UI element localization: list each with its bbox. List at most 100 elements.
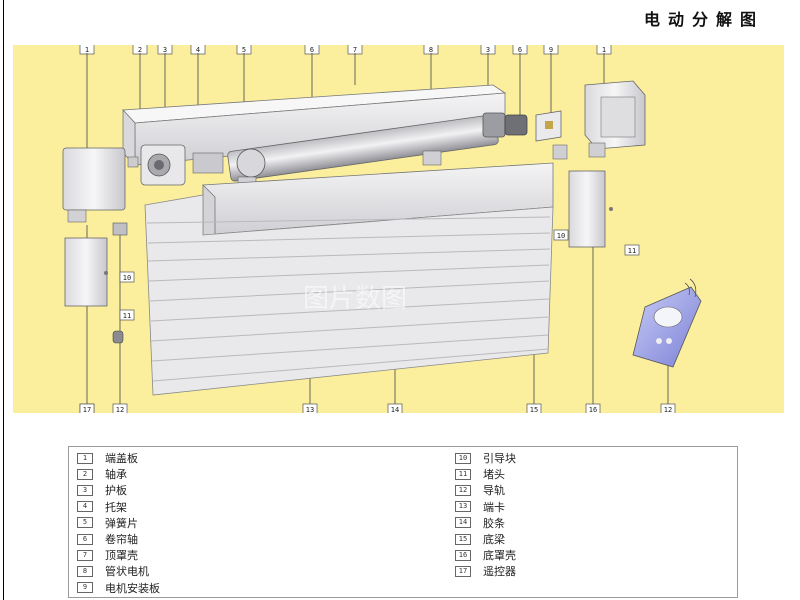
- legend-number: 17: [455, 565, 471, 577]
- end-plate-left: [62, 147, 139, 223]
- legend-label: 遥控器: [483, 565, 516, 579]
- legend-item: 17 遥控器: [455, 563, 516, 579]
- legend-label: 顶罩壳: [105, 549, 138, 563]
- bottom-cover: [202, 162, 554, 244]
- svg-text:2: 2: [138, 46, 142, 54]
- legend-number: 9: [77, 582, 93, 594]
- legend-number: 2: [77, 468, 93, 480]
- legend-label: 卷帘轴: [105, 533, 138, 546]
- legend-number: 3: [77, 484, 93, 496]
- legend-label: 弹簧片: [105, 516, 138, 530]
- top-callout-row: 1 2 3 4 5 6 7 8 3 6 9 1: [79, 45, 612, 55]
- watermark-text: 图片数图: [303, 284, 407, 314]
- legend-item: 6 卷帘轴: [77, 531, 138, 547]
- callout-9: 9: [543, 45, 559, 55]
- left-border-line: [3, 0, 4, 600]
- legend-label: 轴承: [105, 468, 127, 482]
- legend-number: 4: [77, 501, 93, 513]
- motor-mount-plate: [535, 110, 568, 160]
- legend-number: 7: [77, 549, 93, 561]
- legend-item: 5 弹簧片: [77, 515, 138, 531]
- svg-text:13: 13: [306, 406, 314, 413]
- legend-label: 托架: [105, 500, 127, 514]
- callout-1: 1: [79, 45, 95, 55]
- legend-item: 8 管状电机: [77, 563, 149, 579]
- legend-label: 底梁: [483, 533, 505, 546]
- callout-2: 2: [132, 45, 148, 55]
- callout-12: 12: [112, 403, 128, 413]
- legend-number: 16: [455, 549, 471, 561]
- svg-text:1: 1: [85, 46, 89, 54]
- legend-number: 5: [77, 517, 93, 529]
- legend-number: 1: [77, 452, 93, 464]
- svg-text:11: 11: [628, 247, 636, 255]
- guide-rail-left: [64, 222, 128, 344]
- svg-text:6: 6: [310, 46, 314, 54]
- legend-label: 堵头: [483, 468, 505, 482]
- svg-text:6: 6: [518, 46, 522, 54]
- callout-4: 4: [190, 45, 206, 55]
- legend-item: 7 顶罩壳: [77, 547, 138, 563]
- legend-label: 底罩壳: [483, 549, 516, 563]
- svg-text:3: 3: [486, 46, 490, 54]
- legend-label: 胶条: [483, 516, 505, 530]
- callout-10: 10: [119, 271, 135, 283]
- callout-1: 1: [596, 45, 612, 55]
- callout-11: 11: [119, 309, 135, 321]
- legend-item: 16 底罩壳: [455, 547, 516, 563]
- legend-item: 3 护板: [77, 482, 127, 498]
- inner-callouts: 101110111212131415161217: [79, 229, 676, 413]
- callout-8: 8: [423, 45, 439, 55]
- legend-label: 护板: [105, 484, 127, 498]
- guide-rail-right: [568, 170, 613, 248]
- svg-text:4: 4: [196, 46, 200, 54]
- legend-item: 4 托架: [77, 499, 127, 515]
- legend-number: 14: [455, 517, 471, 529]
- svg-text:16: 16: [589, 406, 597, 413]
- svg-text:12: 12: [664, 406, 672, 413]
- end-plate-right: [584, 80, 646, 158]
- legend-number: 8: [77, 565, 93, 577]
- callout-17: 17: [79, 403, 95, 413]
- legend-number: 15: [455, 533, 471, 545]
- svg-text:10: 10: [123, 274, 131, 282]
- legend-item: 14 胶条: [455, 515, 505, 531]
- svg-text:11: 11: [123, 312, 131, 320]
- legend-label: 引导块: [483, 452, 516, 465]
- callout-10: 10: [553, 229, 569, 241]
- callout-13: 13: [302, 403, 318, 413]
- callout-5: 5: [236, 45, 252, 55]
- svg-text:1: 1: [602, 46, 606, 54]
- svg-text:9: 9: [549, 46, 553, 54]
- legend-item: 1 端盖板: [77, 450, 138, 466]
- legend-number: 6: [77, 533, 93, 545]
- svg-text:14: 14: [391, 406, 399, 413]
- callout-3: 3: [157, 45, 173, 55]
- svg-text:3: 3: [163, 46, 167, 54]
- svg-text:7: 7: [353, 46, 357, 54]
- legend-item: 2 轴承: [77, 466, 127, 482]
- svg-text:12: 12: [116, 406, 124, 413]
- top-cover: [122, 84, 507, 166]
- page-title: 电动分解图: [643, 10, 764, 29]
- callout-6: 6: [304, 45, 320, 55]
- legend-label: 管状电机: [105, 565, 149, 579]
- callout-7: 7: [347, 45, 363, 55]
- legend-label: 端盖板: [105, 452, 138, 465]
- callout-16: 16: [585, 403, 601, 413]
- legend-number: 13: [455, 501, 471, 513]
- legend-item: 15 底梁: [455, 531, 505, 547]
- callout-14: 14: [387, 403, 403, 413]
- legend-number: 12: [455, 484, 471, 496]
- svg-text:17: 17: [83, 406, 91, 413]
- callout-6: 6: [512, 45, 528, 55]
- rolling-slats: 图片数图: [144, 194, 554, 396]
